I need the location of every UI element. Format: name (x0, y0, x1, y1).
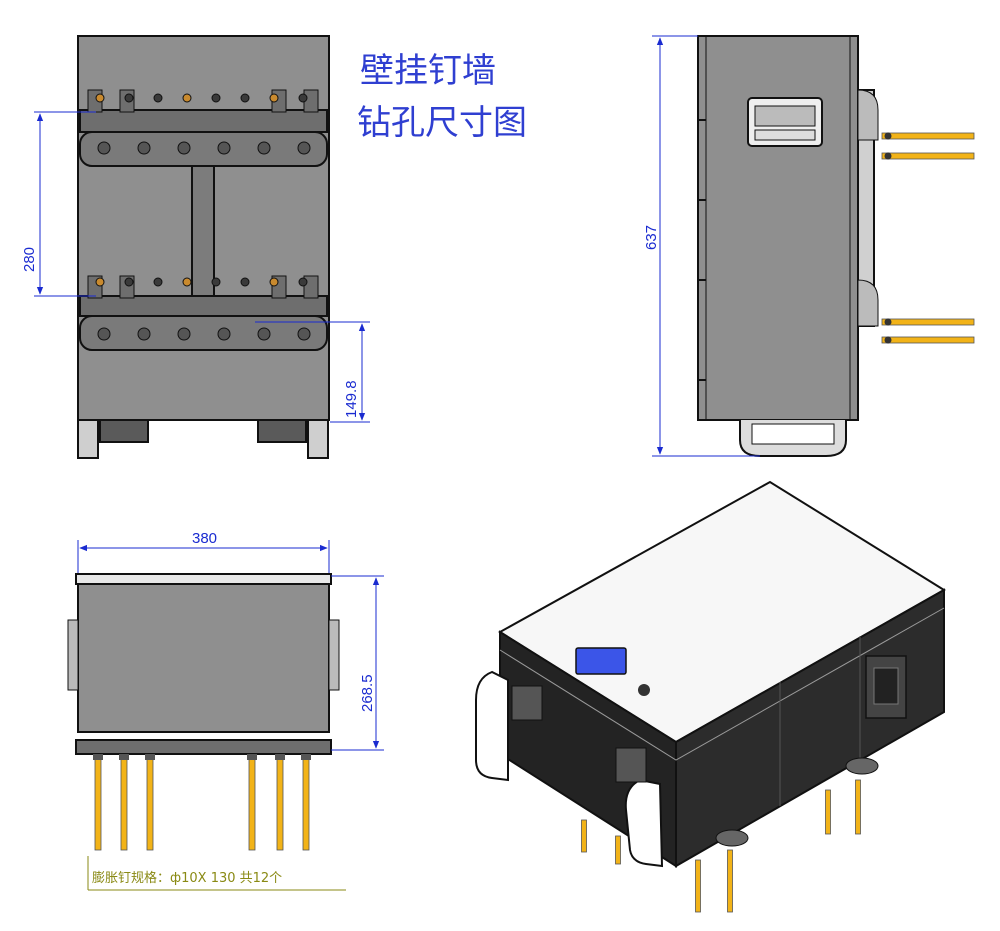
bracket-holes (95, 93, 311, 341)
lcd-screen (575, 647, 627, 675)
bracket-hole (124, 93, 134, 103)
expansion-bolt (146, 755, 154, 851)
bracket-hole (124, 277, 134, 287)
bolt-head (301, 754, 311, 760)
connector-right (615, 747, 647, 783)
iso-left-handle (475, 670, 509, 782)
iso-bolt (825, 789, 831, 835)
power-button-icon (638, 684, 650, 696)
bracket-hole (177, 141, 191, 155)
title-line-2: 钻孔尺寸图 (357, 103, 527, 143)
expansion-bolt (120, 755, 128, 851)
bolt-head (884, 336, 892, 344)
title-line-1: 壁挂钉墙 (360, 51, 496, 91)
iso-right-handle (624, 778, 664, 868)
bracket-hole (240, 93, 250, 103)
bolt-head (884, 152, 892, 160)
anchor-bolt (881, 336, 975, 344)
bracket-hole (217, 141, 231, 155)
bracket-hole (211, 93, 221, 103)
mounting-plate (75, 739, 332, 755)
bracket-hole (297, 141, 311, 155)
bolt-head (884, 132, 892, 140)
connector-left (511, 685, 543, 721)
upper-bracket (79, 89, 328, 167)
iso-bolt (581, 819, 587, 853)
bracket-hole (153, 93, 163, 103)
expansion-bolt (94, 755, 102, 851)
bracket-hole (137, 141, 151, 155)
left-foot (77, 419, 99, 459)
iso-bolt (855, 779, 861, 835)
top-rim (75, 573, 332, 585)
isometric-view (475, 480, 946, 913)
bracket-hole (269, 93, 279, 103)
dim-280-label: 280 (21, 247, 38, 272)
side-panel (697, 35, 859, 421)
bolt-head (275, 754, 285, 760)
bracket-hole (182, 93, 192, 103)
bracket-hole (257, 141, 271, 155)
bracket-hole (177, 327, 191, 341)
left-handle-block (99, 419, 149, 443)
expansion-bolt (248, 755, 256, 851)
anchor-bolt (881, 318, 975, 326)
left-side-handle (67, 619, 79, 691)
bracket-hole (95, 277, 105, 287)
bolt-spec-note: 膨胀钉规格：ф10X 130 共12个 (92, 870, 282, 886)
iso-bolt (727, 849, 733, 913)
bracket-hole (182, 277, 192, 287)
right-handle-block (257, 419, 307, 443)
bracket-hole (137, 327, 151, 341)
bracket-hole (297, 327, 311, 341)
dim-637-label: 637 (643, 225, 660, 250)
side-handle-icon (747, 97, 823, 147)
dim-149-label: 149.8 (343, 380, 360, 418)
bracket-hole (298, 277, 308, 287)
dim-380-label: 380 (192, 530, 217, 547)
bolt-head (247, 754, 257, 760)
iso-bolt (615, 835, 621, 865)
expansion-bolt (276, 755, 284, 851)
bracket-hole (97, 141, 111, 155)
side-anchor-bolts (881, 132, 975, 344)
right-side-handle (328, 619, 340, 691)
front-view: 280 149.8 (21, 35, 370, 459)
dim-268-label: 268.5 (359, 674, 376, 712)
iso-bolt (695, 859, 701, 913)
bolt-head (119, 754, 129, 760)
bracket-hole (298, 93, 308, 103)
bracket-hole (217, 327, 231, 341)
bracket-hole (257, 327, 271, 341)
bracket-hole (95, 93, 105, 103)
bolt-head (884, 318, 892, 326)
bottom-panel (77, 583, 330, 733)
anchor-bolt (881, 132, 975, 140)
bracket-hole (211, 277, 221, 287)
bolt-head (93, 754, 103, 760)
bracket-hole (240, 277, 250, 287)
bracket-hole (153, 277, 163, 287)
anchor-bolt (881, 152, 975, 160)
iso-anchor-bolts (581, 779, 861, 913)
side-view: 637 (643, 35, 975, 457)
expansion-bolt (302, 755, 310, 851)
right-foot (307, 419, 329, 459)
bottom-view: 380 268.5 膨胀钉规格：ф10X 130 共12个 (67, 530, 384, 891)
bracket-hole (97, 327, 111, 341)
expansion-bolts (93, 754, 311, 851)
bracket-hole (269, 277, 279, 287)
bolt-head (145, 754, 155, 760)
